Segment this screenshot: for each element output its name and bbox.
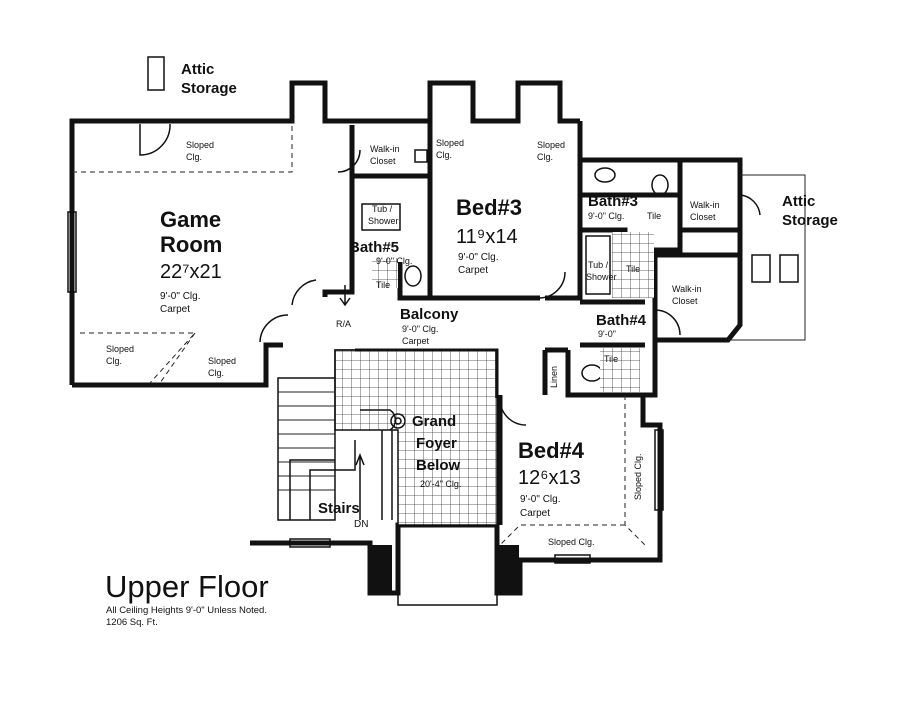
sloped-label-1: Sloped bbox=[186, 140, 214, 150]
game-room-dims: 22⁷x21 bbox=[160, 261, 222, 283]
foyer-title-2: Foyer bbox=[416, 435, 457, 452]
bed4-floor: Carpet bbox=[520, 508, 550, 519]
stairs-dir-label: DN bbox=[354, 519, 368, 530]
balcony-floor: Carpet bbox=[402, 336, 430, 346]
bed3-title: Bed#3 bbox=[456, 195, 522, 220]
interior-walls bbox=[322, 121, 740, 525]
balcony-ceiling: 9'-0" Clg. bbox=[402, 324, 438, 334]
bath3-tub-label: Tub / bbox=[588, 260, 609, 270]
bath3-tile-label: Tile bbox=[626, 264, 640, 274]
walkin-door-arc bbox=[337, 149, 361, 173]
bed3-dims: 11⁹x14 bbox=[456, 226, 518, 248]
sloped-label-5: Sloped bbox=[537, 140, 565, 150]
bath4-ceiling: 9'-0" bbox=[598, 329, 616, 339]
walkin-label-2: Walk-in bbox=[690, 200, 720, 210]
clg-label-1: Clg. bbox=[186, 152, 202, 162]
bed3-door-arc bbox=[539, 271, 566, 299]
attic-right-label-2: Storage bbox=[782, 212, 838, 229]
bath5-ceiling: 9'-0" Clg. bbox=[376, 256, 412, 266]
plan-note-2: 1206 Sq. Ft. bbox=[106, 617, 158, 628]
bed4-title: Bed#4 bbox=[518, 438, 585, 463]
foyer-title-1: Grand bbox=[412, 413, 456, 430]
sloped-label-4: Sloped bbox=[436, 138, 464, 148]
bath5-toilet bbox=[404, 265, 422, 287]
game-room-title-1: Game bbox=[160, 207, 221, 232]
bath5-title: Bath#5 bbox=[349, 239, 399, 256]
stairs-label: Stairs bbox=[318, 500, 360, 517]
bed4-dims: 12⁶x13 bbox=[518, 467, 581, 489]
clg-label-2: Clg. bbox=[106, 356, 122, 366]
game-room-floor: Carpet bbox=[160, 304, 190, 315]
closet-label-2: Closet bbox=[690, 212, 716, 222]
clg-label-5: Clg. bbox=[537, 152, 553, 162]
walkin-label-1: Walk-in bbox=[370, 144, 400, 154]
sloped-label-2: Sloped bbox=[106, 344, 134, 354]
game-room-door bbox=[139, 123, 171, 156]
column-left bbox=[370, 545, 392, 593]
closet-label-3: Closet bbox=[672, 296, 698, 306]
closet-shelf-icon bbox=[414, 149, 428, 163]
attic-right-label-1: Attic bbox=[782, 193, 815, 210]
bath4-toilet bbox=[581, 364, 603, 382]
bath3-toilet bbox=[651, 174, 669, 196]
bed4-ceiling: 9'-0" Clg. bbox=[520, 494, 560, 505]
bath5-tile-area bbox=[372, 258, 398, 288]
bath4-tile-area bbox=[600, 348, 640, 392]
bath3-floor: Tile bbox=[647, 211, 661, 221]
plan-note-1: All Ceiling Heights 9'-0" Unless Noted. bbox=[106, 605, 267, 616]
game-room-title-2: Room bbox=[160, 232, 222, 257]
ra-label: R/A bbox=[336, 319, 351, 329]
bath5-tub bbox=[361, 203, 401, 231]
walkin-label-3: Walk-in bbox=[672, 284, 702, 294]
sloped-label-3: Sloped bbox=[208, 356, 236, 366]
bed3-floor: Carpet bbox=[458, 265, 488, 276]
bath5-tub-label: Tub / bbox=[372, 204, 393, 214]
attic-box-right-1 bbox=[751, 254, 771, 283]
bed4-sloped-bottom: Sloped Clg. bbox=[548, 537, 595, 547]
door-arc-1 bbox=[259, 314, 289, 343]
foyer-title-3: Below bbox=[416, 457, 461, 474]
bed4-door-arc bbox=[499, 399, 527, 426]
attic-storage-box-left bbox=[147, 56, 165, 91]
clg-label-3: Clg. bbox=[208, 368, 224, 378]
stair-window bbox=[289, 538, 331, 548]
foyer-ceiling: 20'-4" Clg. bbox=[420, 479, 461, 489]
bed4-side-window bbox=[654, 429, 664, 511]
bath3-shower-label: Shower bbox=[586, 272, 617, 282]
stairs bbox=[277, 349, 406, 521]
linen-label: Linen bbox=[549, 366, 559, 388]
bath4-floor: Tile bbox=[604, 354, 618, 364]
plan-title: Upper Floor bbox=[105, 569, 269, 604]
bath5-floor: Tile bbox=[376, 280, 390, 290]
closet-door-arc bbox=[654, 309, 681, 336]
bed4-sloped-side: Sloped Clg. bbox=[633, 453, 643, 500]
clg-label-4: Clg. bbox=[436, 150, 452, 160]
bath3-tub bbox=[585, 235, 611, 295]
balcony-title: Balcony bbox=[400, 306, 459, 323]
ra-arrow bbox=[339, 285, 351, 307]
game-room-window bbox=[67, 211, 77, 293]
door-arc-2 bbox=[291, 279, 317, 306]
bed4-window bbox=[554, 554, 591, 564]
bath5-shower-label: Shower bbox=[368, 216, 399, 226]
bed3-ceiling: 9'-0" Clg. bbox=[458, 252, 498, 263]
walkin-door-arc-2 bbox=[739, 194, 761, 216]
game-room-ceiling: 9'-0" Clg. bbox=[160, 291, 200, 302]
attic-box-right-2 bbox=[779, 254, 799, 283]
bath3-sink bbox=[594, 167, 616, 183]
bath3-tile-area bbox=[612, 232, 654, 298]
attic-left-label-2: Storage bbox=[181, 80, 237, 97]
bath4-title: Bath#4 bbox=[596, 312, 647, 329]
attic-left-label-1: Attic bbox=[181, 61, 214, 78]
closet-label-1: Closet bbox=[370, 156, 396, 166]
bath3-ceiling: 9'-0" Clg. bbox=[588, 211, 624, 221]
bath3-title: Bath#3 bbox=[588, 193, 638, 210]
column-right bbox=[499, 545, 519, 593]
